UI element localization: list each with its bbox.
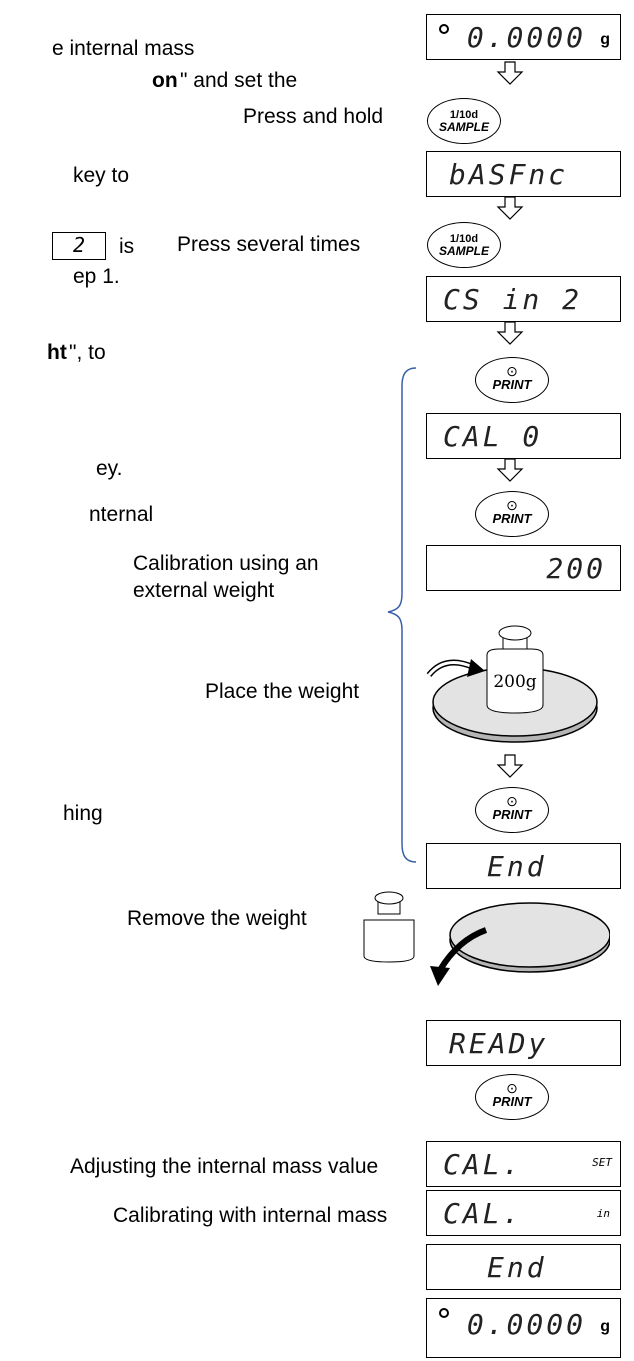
sample-key[interactable]: 1/10d SAMPLE	[427, 222, 501, 268]
down-arrow-icon	[496, 754, 524, 778]
instruction-text-bold: on	[152, 69, 178, 92]
instruction-text-bold: ht	[47, 341, 67, 364]
instruction-text: ey.	[96, 457, 123, 480]
label-calibration-line1: Calibration using an	[133, 552, 319, 575]
down-arrow-icon	[496, 196, 524, 220]
display-ready: READy	[426, 1020, 621, 1066]
inline-display-box: 2	[52, 232, 106, 260]
instruction-text: hing	[63, 802, 103, 825]
print-key[interactable]: ⊙ PRINT	[475, 491, 549, 537]
display-end: End	[426, 843, 621, 889]
display-cal-in: CAL. in	[426, 1190, 621, 1236]
display-zero-top: 0.0000 g	[426, 14, 621, 60]
label-calibration-line2: external weight	[133, 579, 275, 602]
instruction-text: is	[119, 235, 135, 258]
display-cs-in: CS in 2	[426, 276, 621, 322]
label-adjusting: Adjusting the internal mass value	[70, 1155, 379, 1178]
display-cal-0: CAL 0	[426, 413, 621, 459]
label-place-weight: Place the weight	[205, 680, 360, 703]
instruction-text: ep 1.	[73, 265, 120, 288]
down-arrow-icon	[496, 61, 524, 85]
print-icon: ⊙	[506, 363, 518, 379]
display-200: 200	[426, 545, 621, 591]
sample-key[interactable]: 1/10d SAMPLE	[427, 98, 501, 144]
instruction-text: ", to	[69, 341, 106, 364]
display-zero-bottom: 0.0000 g	[426, 1298, 621, 1358]
label-press-and-hold: Press and hold	[243, 105, 384, 128]
label-calibrating: Calibrating with internal mass	[113, 1204, 388, 1227]
display-basfnc: bASFnc	[426, 151, 621, 197]
print-icon: ⊙	[506, 793, 518, 809]
place-weight-illustration: 200g	[426, 625, 598, 743]
print-key[interactable]: ⊙ PRINT	[475, 787, 549, 833]
remove-weight-illustration	[363, 891, 610, 986]
label-press-several-times: Press several times	[177, 233, 361, 256]
label-remove-weight: Remove the weight	[127, 907, 307, 930]
print-icon: ⊙	[506, 497, 518, 513]
print-key[interactable]: ⊙ PRINT	[475, 1074, 549, 1120]
stable-indicator-icon	[439, 1308, 449, 1318]
calibration-bracket	[387, 367, 417, 863]
down-arrow-icon	[496, 321, 524, 345]
down-arrow-icon	[496, 458, 524, 482]
print-icon: ⊙	[506, 1080, 518, 1096]
print-key[interactable]: ⊙ PRINT	[475, 357, 549, 403]
instruction-text: e internal mass	[52, 37, 195, 60]
instruction-text: nternal	[89, 503, 154, 526]
weight-label: 200g	[493, 672, 536, 692]
instruction-text: key to	[73, 164, 130, 187]
display-cal-set: CAL. SET	[426, 1141, 621, 1187]
instruction-text: " and set the	[180, 69, 298, 92]
display-end-final: End	[426, 1244, 621, 1290]
stable-indicator-icon	[439, 24, 449, 34]
